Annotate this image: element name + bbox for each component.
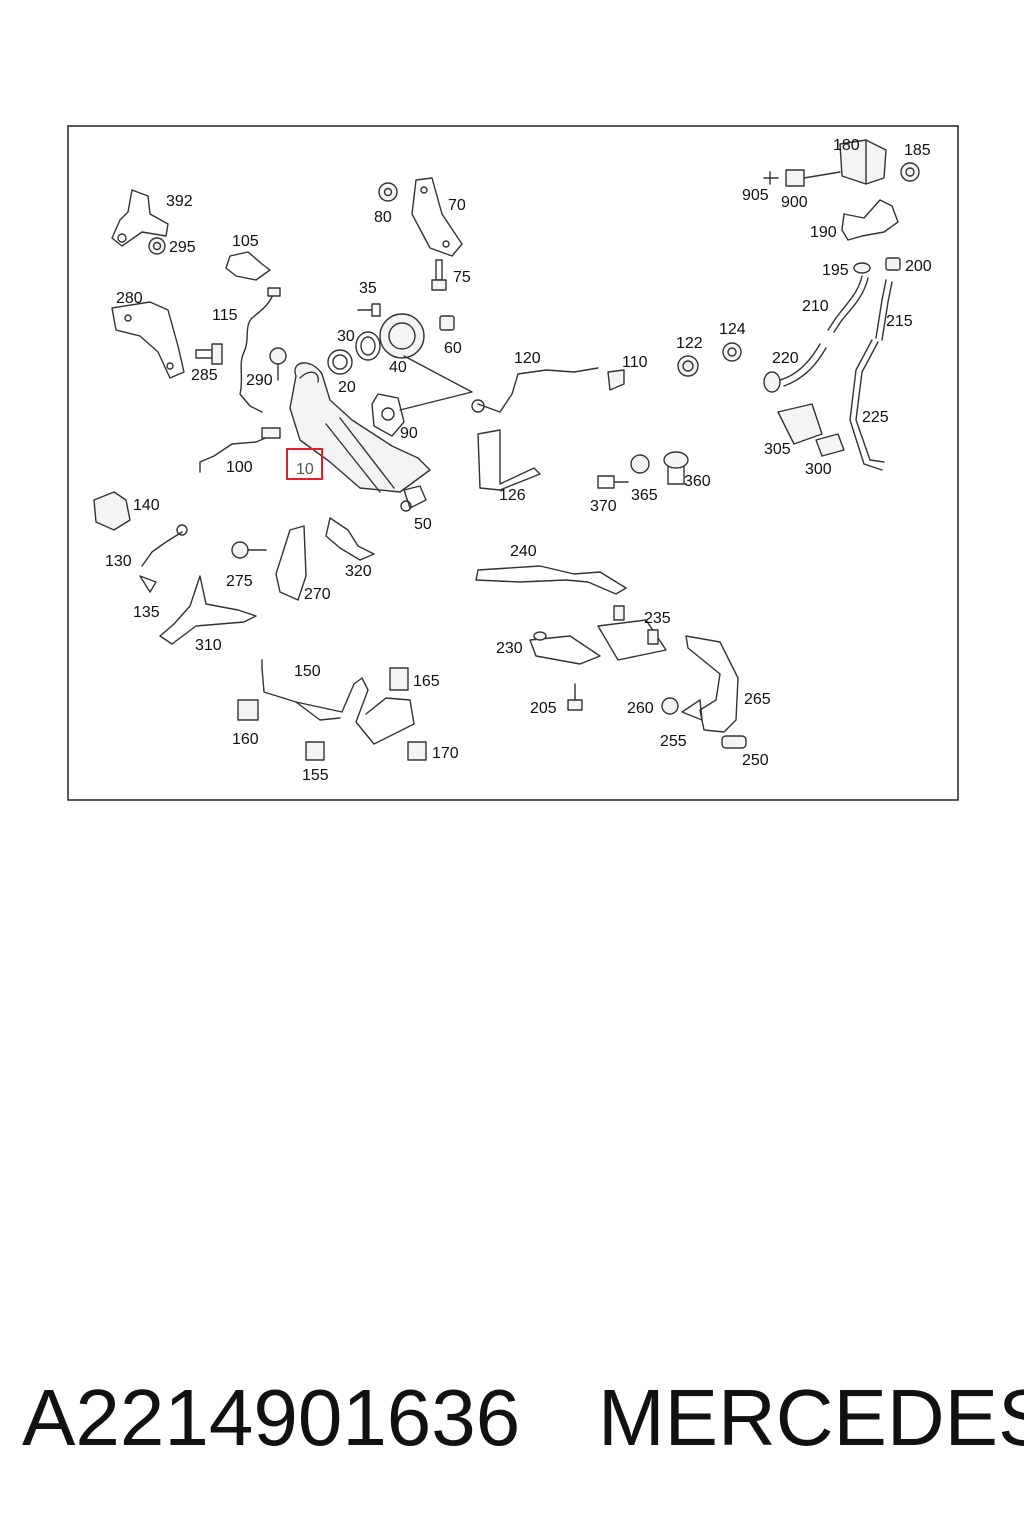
callout-75: 75 [453,269,471,286]
callout-10: 10 [296,461,314,478]
callout-40: 40 [389,359,407,376]
callout-230: 230 [496,640,523,657]
callout-280: 280 [116,290,143,307]
callout-60: 60 [444,340,462,357]
callout-80: 80 [374,209,392,226]
callout-275: 275 [226,573,253,590]
callout-235: 235 [644,610,671,627]
callout-240: 240 [510,543,537,560]
callout-220: 220 [772,350,799,367]
callout-270: 270 [304,586,331,603]
callout-200: 200 [905,258,932,275]
callout-50: 50 [414,516,432,533]
callout-110: 110 [622,354,648,371]
highlight-box [286,448,323,480]
callout-124: 124 [719,321,746,338]
callout-265: 265 [744,691,771,708]
callout-180: 180 [833,137,860,154]
part-shapes [93,139,920,761]
callout-140: 140 [133,497,160,514]
callout-20: 20 [338,379,356,396]
callout-205: 205 [530,700,557,717]
callout-295: 295 [169,239,196,256]
callout-30: 30 [337,328,355,345]
callout-115: 115 [212,307,238,324]
callout-905: 905 [742,187,769,204]
callout-155: 155 [302,767,329,784]
brand-name: MERCEDES [598,1373,1024,1462]
parts-diagram: 392 295 80 70 105 75 180 185 905 900 190… [67,125,959,801]
callout-365: 365 [631,487,658,504]
callout-260: 260 [627,700,654,717]
callout-320: 320 [345,563,372,580]
callout-255: 255 [660,733,687,750]
callout-170: 170 [432,745,459,762]
callout-370: 370 [590,498,617,515]
callout-285: 285 [191,367,218,384]
callout-160: 160 [232,731,259,748]
callout-100: 100 [226,459,253,476]
callout-900: 900 [781,194,808,211]
callout-135: 135 [133,604,160,621]
callout-215: 215 [886,313,913,330]
callout-190: 190 [810,224,837,241]
callout-305: 305 [764,441,791,458]
callout-35: 35 [359,280,377,297]
part-number: A2214901636 [22,1373,521,1462]
callout-105: 105 [232,233,259,250]
callout-310: 310 [195,637,222,654]
callout-150: 150 [294,663,321,680]
callout-360: 360 [684,473,711,490]
callout-392: 392 [166,193,193,210]
callout-250: 250 [742,752,769,769]
callout-210: 210 [802,298,829,315]
callout-195: 195 [822,262,849,279]
diagram-frame [67,125,959,801]
callout-300: 300 [805,461,832,478]
callout-185: 185 [904,142,931,159]
callout-126: 126 [499,487,526,504]
callout-70: 70 [448,197,466,214]
callout-labels: 392 295 80 70 105 75 180 185 905 900 190… [105,137,932,784]
callout-90: 90 [400,425,418,442]
callout-120: 120 [514,350,541,367]
callout-122: 122 [676,335,703,352]
callout-130: 130 [105,553,132,570]
callout-225: 225 [862,409,889,426]
callout-165: 165 [413,673,440,690]
callout-290: 290 [246,372,273,389]
